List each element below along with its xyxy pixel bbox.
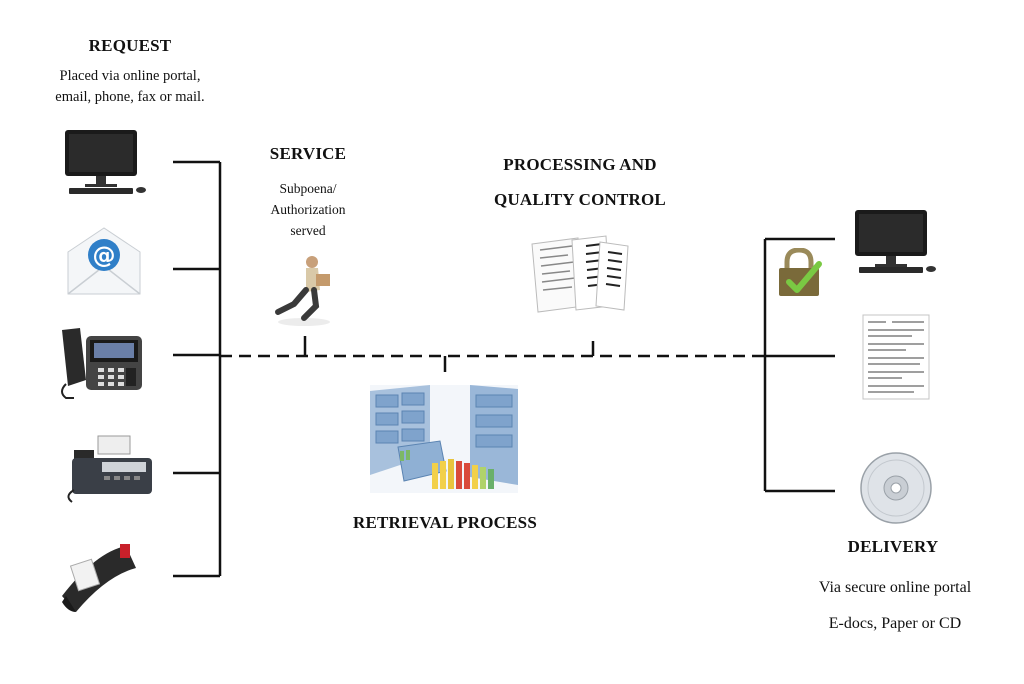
processing-title: PROCESSING AND QUALITY CONTROL xyxy=(470,155,690,210)
processing-title-line-2: QUALITY CONTROL xyxy=(494,190,666,209)
service-description: Subpoena/ Authorization served xyxy=(238,178,378,241)
request-line-1: Placed via online portal, xyxy=(59,68,201,84)
phone-icon xyxy=(52,322,148,407)
service-line-3: served xyxy=(290,223,326,238)
paper-document-icon xyxy=(862,314,930,405)
computer-icon xyxy=(843,204,943,283)
delivery-description: Via secure online portal E-docs, Paper o… xyxy=(790,570,1000,642)
cd-icon xyxy=(858,450,934,531)
processing-title-line-1: PROCESSING AND xyxy=(503,155,657,174)
svg-text:@: @ xyxy=(93,243,116,269)
request-line-2: email, phone, fax or mail. xyxy=(55,89,205,105)
service-line-1: Subpoena/ xyxy=(279,181,337,196)
retrieval-title: RETRIEVAL PROCESS xyxy=(352,513,537,532)
request-description: Placed via online portal, email, phone, … xyxy=(20,66,240,108)
computer-icon xyxy=(55,122,155,203)
delivery-line-1: Via secure online portal xyxy=(818,579,972,596)
secure-lock-icon xyxy=(775,247,823,303)
delivery-title: DELIVERY xyxy=(847,537,939,556)
mailbox-icon xyxy=(56,536,142,621)
service-title: SERVICE xyxy=(269,144,347,163)
courier-runner-icon xyxy=(270,254,340,333)
documents-icon xyxy=(528,234,632,319)
request-title: REQUEST xyxy=(88,36,172,55)
delivery-line-2: E-docs, Paper or CD xyxy=(828,615,962,632)
file-cabinets-icon xyxy=(370,385,518,498)
service-line-2: Authorization xyxy=(270,202,346,217)
fax-icon xyxy=(62,432,154,511)
email-icon: @ xyxy=(64,224,144,301)
